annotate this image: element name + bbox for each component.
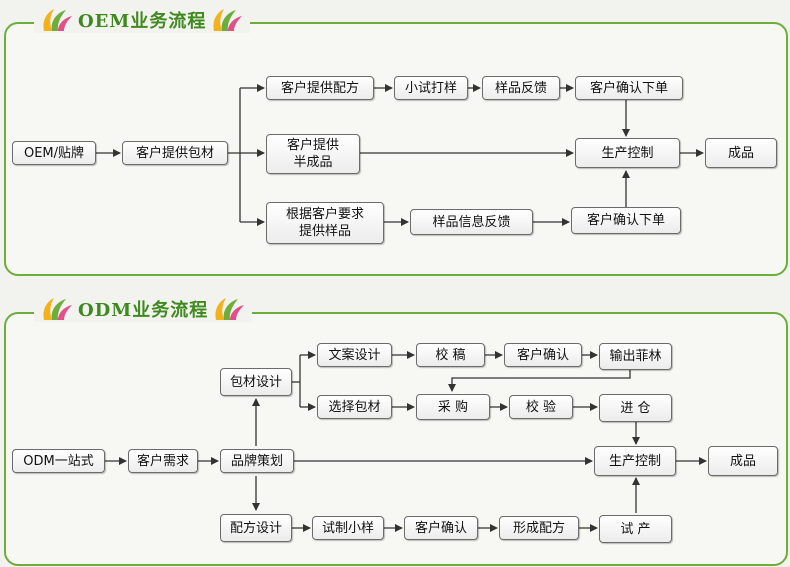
oem-confirm-bottom-node: 客户确认下单 [571, 207, 681, 234]
odm-product-node: 成品 [708, 446, 778, 476]
odm-client-confirm2-node: 客户确认 [404, 516, 478, 540]
odm-inspect-node: 校 验 [509, 395, 573, 419]
odm-warehouse-node: 进 仓 [599, 394, 672, 422]
odm-purchase-node: 采 购 [416, 394, 490, 420]
oem-packaging-node: 客户提供包材 [122, 141, 228, 165]
oem-product-node: 成品 [705, 138, 777, 168]
odm-pack-design-node: 包材设计 [220, 368, 292, 396]
oem-title-bar: OEM业务流程 [34, 7, 251, 33]
odm-formula-formed-node: 形成配方 [499, 516, 579, 540]
odm-film-node: 输出菲林 [599, 343, 672, 370]
oem-start-node: OEM/贴牌 [12, 141, 96, 165]
oem-sample-info-node: 样品信息反馈 [410, 209, 533, 235]
odm-production-node: 生产控制 [594, 446, 676, 476]
oem-semi-node: 客户提供 半成品 [266, 134, 360, 174]
odm-brand-node: 品牌策划 [220, 449, 294, 473]
odm-copy-design-node: 文案设计 [317, 343, 392, 367]
odm-trial-run-node: 试 产 [599, 515, 672, 543]
oem-title: OEM业务流程 [78, 11, 207, 32]
odm-select-pack-node: 选择包材 [317, 395, 392, 419]
odm-title-bar: ODM业务流程 [34, 296, 253, 322]
odm-proofread-node: 校 稿 [416, 343, 485, 367]
leaf-logo-icon [215, 298, 245, 320]
odm-client-confirm-node: 客户确认 [504, 343, 582, 367]
connector [448, 370, 631, 392]
oem-formula-node: 客户提供配方 [266, 76, 374, 100]
odm-start-node: ODM一站式 [12, 449, 105, 473]
oem-trial-node: 小试打样 [394, 76, 468, 100]
leaf-logo-icon [213, 9, 243, 31]
oem-sample-req-node: 根据客户要求 提供样品 [266, 202, 384, 244]
oem-feedback-node: 样品反馈 [482, 76, 560, 100]
odm-demand-node: 客户需求 [128, 449, 198, 473]
odm-formula-design-node: 配方设计 [220, 514, 292, 542]
oem-production-node: 生产控制 [575, 138, 680, 168]
leaf-logo-icon [43, 9, 72, 31]
odm-trial-sample-node: 试制小样 [312, 516, 384, 540]
oem-confirm-top-node: 客户确认下单 [575, 76, 683, 100]
odm-title: ODM业务流程 [78, 300, 209, 321]
leaf-logo-icon [43, 298, 72, 320]
